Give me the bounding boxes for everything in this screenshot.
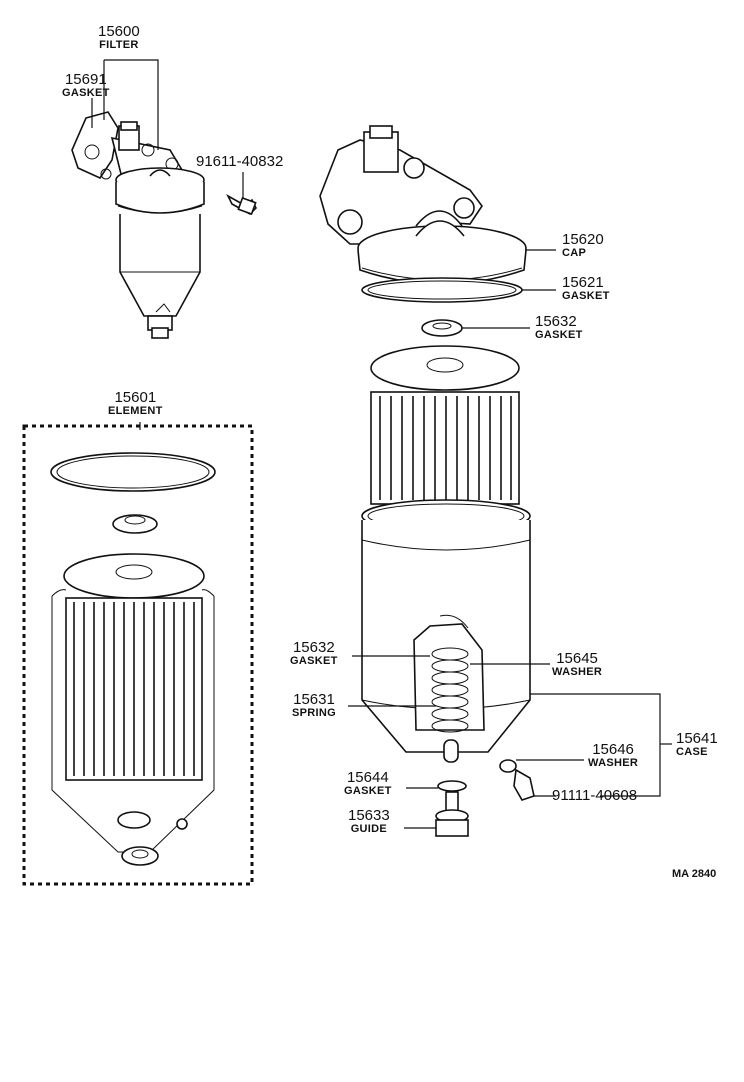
exploded-filter-illustration [319, 125, 535, 837]
part-number: 15691 [64, 71, 107, 88]
callout-15631: 15631 SPRING [292, 692, 336, 719]
part-name: CAP [562, 247, 587, 259]
part-number: 15641 [676, 730, 718, 747]
part-number: 15600 [98, 23, 140, 40]
callout-15645: 15645 WASHER [552, 651, 602, 678]
part-number: 15645 [556, 650, 598, 667]
bolt-91611-illustration [226, 194, 257, 216]
callout-15601: 15601 ELEMENT [108, 390, 163, 417]
callout-15632-top: 15632 GASKET [535, 314, 583, 341]
callout-15644: 15644 GASKET [344, 770, 392, 797]
part-number: 91611-40832 [196, 153, 284, 170]
part-number: 15621 [562, 274, 604, 291]
part-name: GASKET [290, 655, 338, 667]
leader-lines [91, 59, 672, 829]
part-name: SPRING [292, 707, 336, 719]
part-name: ELEMENT [108, 405, 163, 417]
callout-91111-40608: 91111-40608 [552, 788, 637, 803]
callout-15620: 15620 CAP [562, 232, 604, 259]
callout-15633: 15633 GUIDE [348, 808, 390, 835]
diagram-reference-code: MA 2840 [672, 868, 717, 880]
filter-assembly-illustration [71, 111, 205, 339]
part-name: GASKET [562, 290, 610, 302]
callout-15621: 15621 GASKET [562, 275, 610, 302]
part-name: GUIDE [350, 823, 388, 835]
part-name: CASE [676, 746, 708, 758]
element-kit-bracket [22, 424, 254, 886]
part-number: 15620 [562, 231, 604, 248]
part-name: WASHER [552, 666, 603, 678]
callout-15691: 15691 GASKET [62, 72, 110, 99]
part-number: 15646 [592, 741, 634, 758]
part-name: WASHER [588, 757, 639, 769]
callout-15632-lower: 15632 GASKET [290, 640, 338, 667]
callout-15641: 15641 CASE [676, 731, 718, 758]
callout-15646: 15646 WASHER [588, 742, 638, 769]
part-number: 15632 [292, 639, 335, 656]
part-number: 15631 [293, 691, 335, 708]
part-number: 15601 [114, 389, 157, 406]
part-name: FILTER [99, 39, 139, 51]
part-name: GASKET [62, 87, 110, 99]
callout-91611-40832: 91611-40832 [196, 154, 283, 169]
part-number: 15632 [535, 313, 577, 330]
element-kit-illustration [22, 424, 254, 886]
part-name: GASKET [344, 785, 392, 797]
callout-15600: 15600 FILTER [98, 24, 140, 51]
part-number: 15644 [346, 769, 389, 786]
part-number: 15633 [348, 807, 390, 824]
part-number: 91111-40608 [552, 787, 638, 804]
part-name: GASKET [535, 329, 583, 341]
